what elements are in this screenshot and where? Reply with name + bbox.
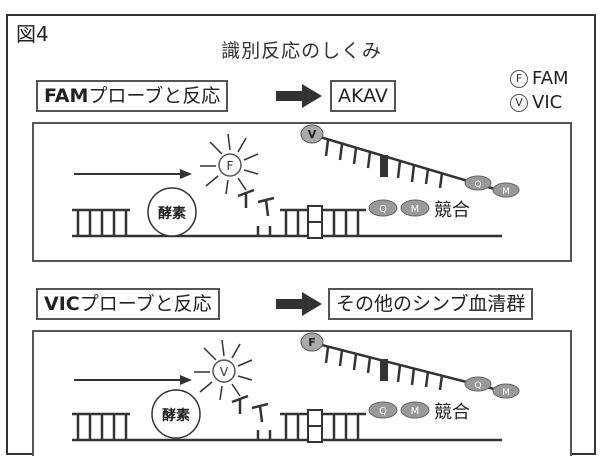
vic-reaction-panel [32,330,572,456]
vic-quencher-q: Q [379,406,387,417]
vic-fluorescence-burst-icon [194,339,253,401]
vic-competition-label: 競合 [434,402,470,423]
fam-quencher-m: M [411,204,420,215]
fam-reaction-diagram: 酵素 F Q M 競合 V Q M [72,124,520,239]
fam-enzyme-label: 酵素 [158,205,186,222]
fam-free-quencher-q: Q [474,180,481,190]
fam-competition-label: 競合 [434,200,470,221]
fam-symbol-icon: F [510,70,528,88]
fam-probe-text: プローブと反応 [88,85,221,107]
figure-title: 識別反応のしくみ [221,40,382,62]
fam-free-quencher-m: M [502,187,510,197]
legend-vic-label: VIC [532,92,563,113]
vic-reaction-diagram: 酵素 V Q M 競合 F Q M [72,332,520,443]
vic-probe-box: VICプローブと反応 [36,288,220,320]
vic-symbol-icon: V [510,94,528,112]
vic-probe-text: プローブと反応 [79,293,212,315]
vic-released-dye-label: V [220,365,229,379]
fam-fluorescence-burst-icon [200,133,259,195]
vic-enzyme-label: 酵素 [162,407,190,424]
legend-fam-label: FAM [532,68,569,89]
vic-free-quencher-m: M [502,388,510,398]
fam-quencher-q: Q [379,204,387,215]
fam-reaction-panel [32,122,572,262]
fam-probe-box: FAMプローブと反応 [36,80,229,112]
vic-free-probe-dye: F [308,336,316,349]
fam-right-arrow-icon [276,84,322,108]
vic-quencher-m: M [411,406,420,417]
vic-probe-bold: VIC [44,293,80,315]
fam-result-box: AKAV [330,80,396,112]
fam-free-probe-dye: V [308,128,317,141]
vic-free-quencher-q: Q [474,381,481,391]
vic-result-box: その他のシンブ血清群 [328,288,534,320]
fam-probe-bold: FAM [44,85,89,107]
vic-right-arrow-icon [276,292,322,316]
figure-label: 図4 [16,22,49,46]
vic-result-text: その他のシンブ血清群 [336,293,526,315]
fam-released-dye-label: F [227,159,234,173]
fam-result-text: AKAV [338,85,388,107]
